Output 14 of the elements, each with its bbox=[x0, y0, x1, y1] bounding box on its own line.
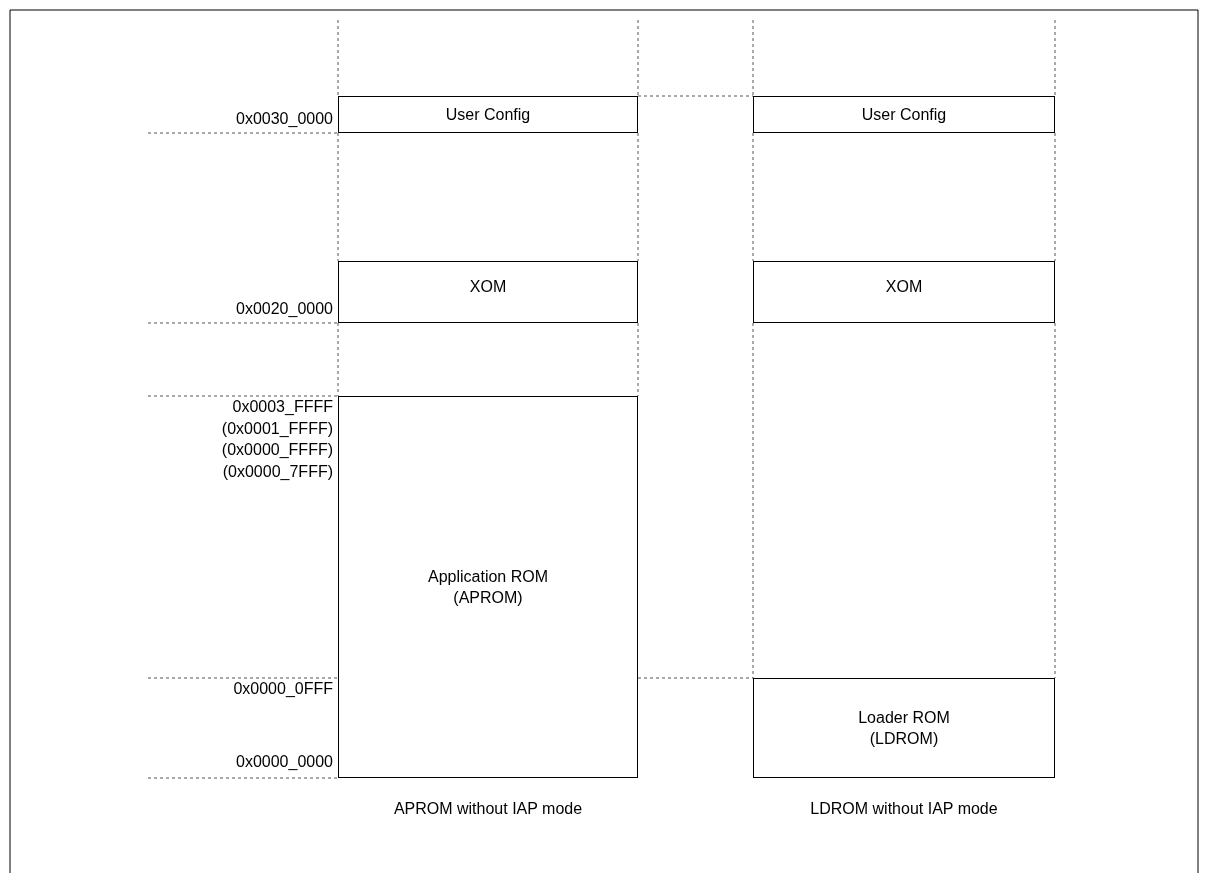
region-label: Loader ROM (LDROM) bbox=[857, 708, 951, 749]
memory-region-box bbox=[753, 96, 1055, 133]
memory-region-box bbox=[338, 261, 638, 323]
memory-region-box bbox=[753, 261, 1055, 323]
region-label: XOM bbox=[469, 276, 507, 297]
region-label: XOM bbox=[885, 276, 923, 297]
memory-region-box bbox=[338, 96, 638, 133]
region-label: User Config bbox=[861, 105, 947, 125]
memory-region-box bbox=[338, 396, 638, 778]
memory-map-caption: LDROM without IAP mode bbox=[810, 800, 998, 818]
region-label: Application ROM (APROM) bbox=[426, 567, 549, 608]
region-label: User Config bbox=[445, 105, 531, 125]
memory-region-box bbox=[753, 678, 1055, 778]
memory-map-caption: APROM without IAP mode bbox=[393, 800, 583, 818]
